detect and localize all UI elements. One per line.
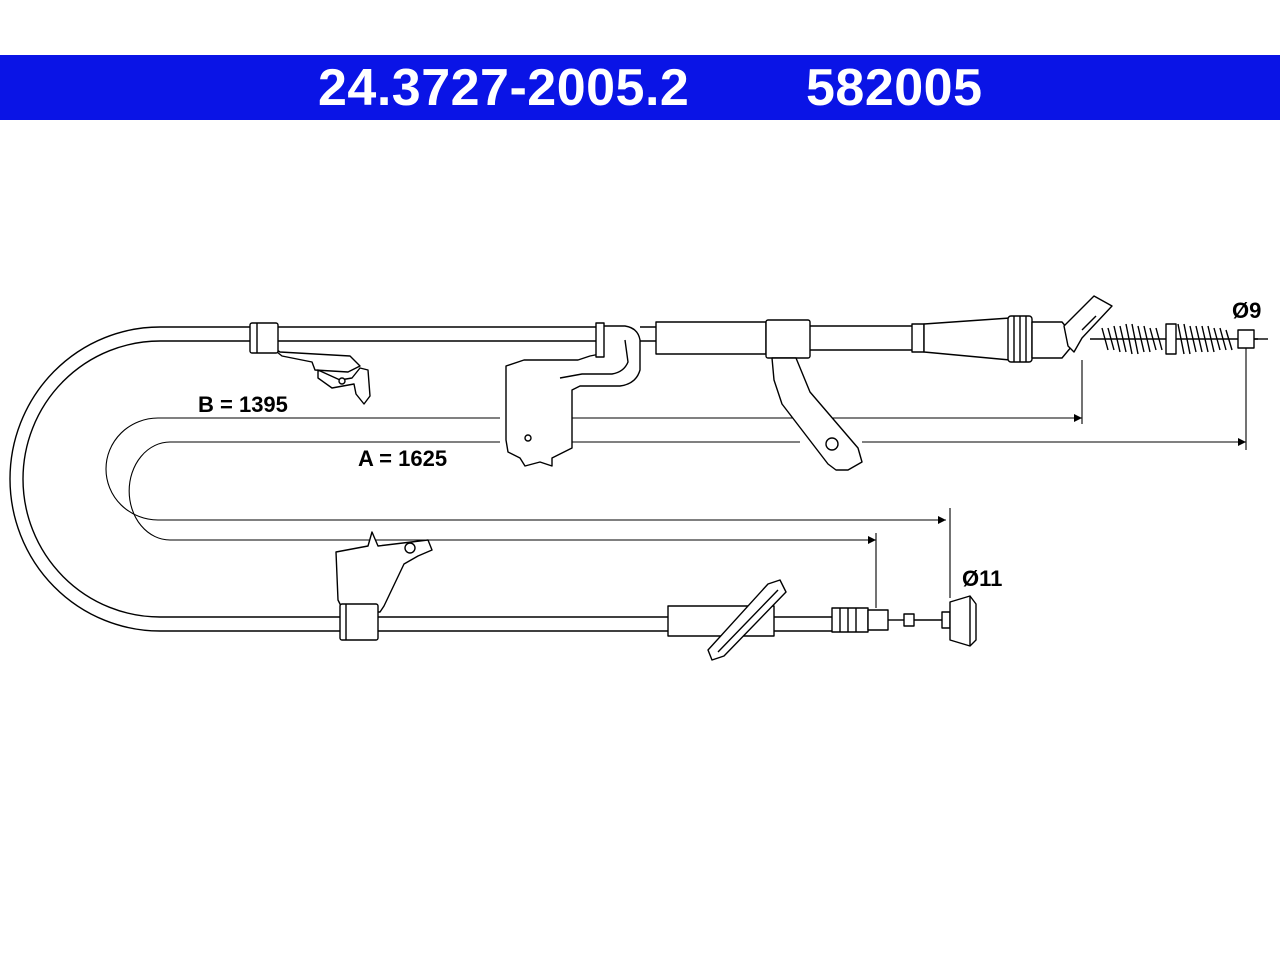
cable-sheath bbox=[9, 326, 668, 632]
spring-end-fitting bbox=[1063, 295, 1268, 355]
header-bar bbox=[0, 55, 1280, 120]
diameter-top-label: Ø9 bbox=[1232, 298, 1261, 323]
top-left-bracket bbox=[249, 322, 371, 405]
diameter-bottom-label: Ø11 bbox=[962, 566, 1002, 591]
angled-bracket-top bbox=[771, 357, 863, 471]
dimension-b-label: B = 1395 bbox=[198, 392, 288, 417]
dimension-a-label: A = 1625 bbox=[358, 446, 447, 471]
part-number: 24.3727-2005.2 bbox=[318, 59, 690, 117]
bottom-end-fitting bbox=[667, 579, 977, 661]
dimension-loop bbox=[105, 336, 1247, 608]
top-cable-right bbox=[655, 315, 1073, 363]
lower-left-bracket bbox=[335, 531, 433, 641]
reference-number: 582005 bbox=[806, 59, 983, 117]
middle-bracket bbox=[505, 322, 660, 467]
